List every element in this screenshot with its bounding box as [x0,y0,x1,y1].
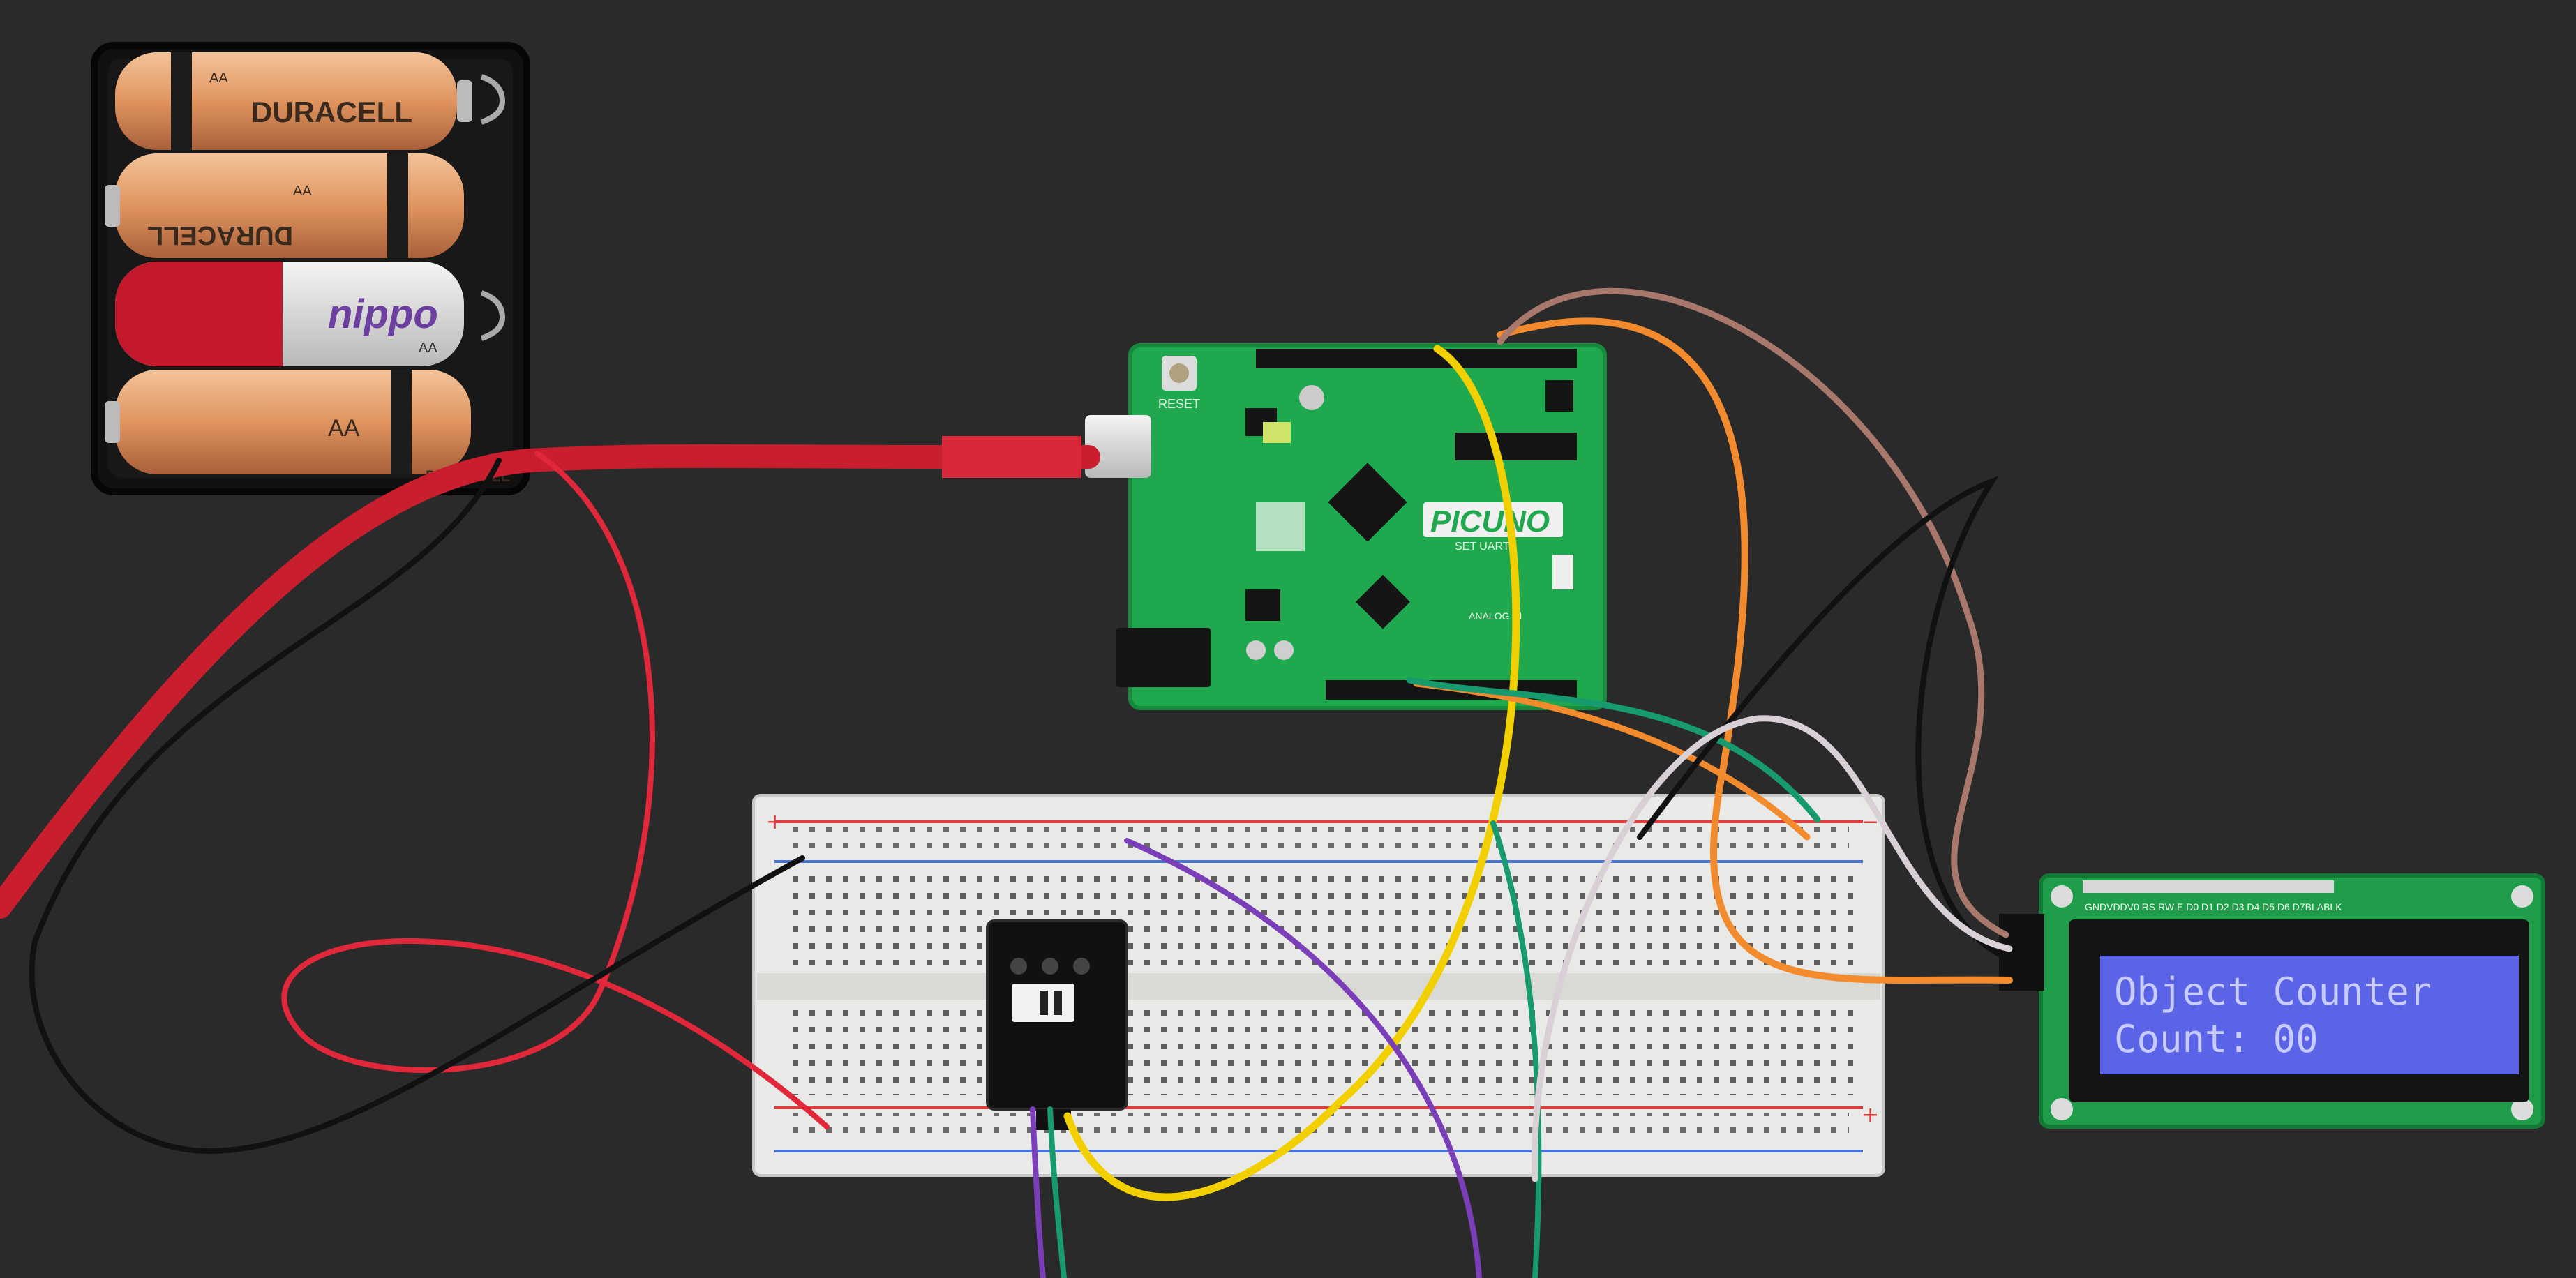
orange-wire-bottom [1413,680,1811,841]
red-power-cable [0,444,1100,919]
battery-cell-label: nippo [328,292,438,337]
lcd-pin-labels: GNDVDDV0 RS RW E D0 D1 D2 D3 D4 D5 D6 D7… [2085,901,2342,912]
purple-wire [1124,838,1482,1278]
board-logo-plate [1423,502,1563,537]
battery-size-label: AA [293,183,312,199]
microcontroller-board: RESET PICUNO SET UART ANALOG IN [1085,343,1607,710]
yellow-wire [1063,345,1520,1201]
dc-barrel-jack [1116,628,1211,687]
lcd-line-1: Object Counter [2114,970,2432,1014]
battery-cell-2: DURACELL AA [105,153,464,258]
digital-header [1256,349,1577,368]
battery-pack: DURACELL AA DURACELL AA nippo AA AA DURA… [91,42,530,495]
black-wire-lcd [1637,476,2012,962]
battery-cell-label: DURACELL [147,220,293,250]
lcd-line-2: Count: 00 [2114,1017,2319,1061]
battery-cell-1: DURACELL AA [115,52,472,150]
uart-label: SET UART [1455,541,1510,552]
battery-cell-label: DURACELL [251,96,412,128]
battery-size-label: AA [419,340,437,356]
battery-size-label: AA [209,70,228,86]
qr-code [1256,502,1305,551]
green-wire-sensor [1047,1106,1067,1278]
reset-label: RESET [1158,397,1200,411]
battery-size-label: AA [328,415,360,442]
red-battery-wire [281,451,830,1129]
svg-text:+: + [1862,1103,1879,1127]
black-battery-wire [29,458,805,1155]
green-wire-board [1406,677,1821,823]
lcd-module: GNDVDDV0 RS RW E D0 D1 D2 D3 D4 D5 D6 D7… [1999,873,2545,1129]
svg-text:+: + [766,810,784,834]
purple-wire-sensor [1030,1106,1046,1278]
red-cable-boot [942,436,1081,478]
wires [0,287,2013,1278]
white-wire [1532,715,2013,1182]
lcd-pin-header [2083,880,2334,893]
analog-label: ANALOG IN [1469,610,1522,622]
lcd-screen [2100,956,2519,1074]
ir-sensor-module [986,919,1128,1130]
battery-cell-3: nippo AA [115,262,464,366]
green-wire-vertical [1490,820,1542,1278]
usb-c-port [1085,415,1151,478]
board-name: PICUNO [1430,504,1550,539]
